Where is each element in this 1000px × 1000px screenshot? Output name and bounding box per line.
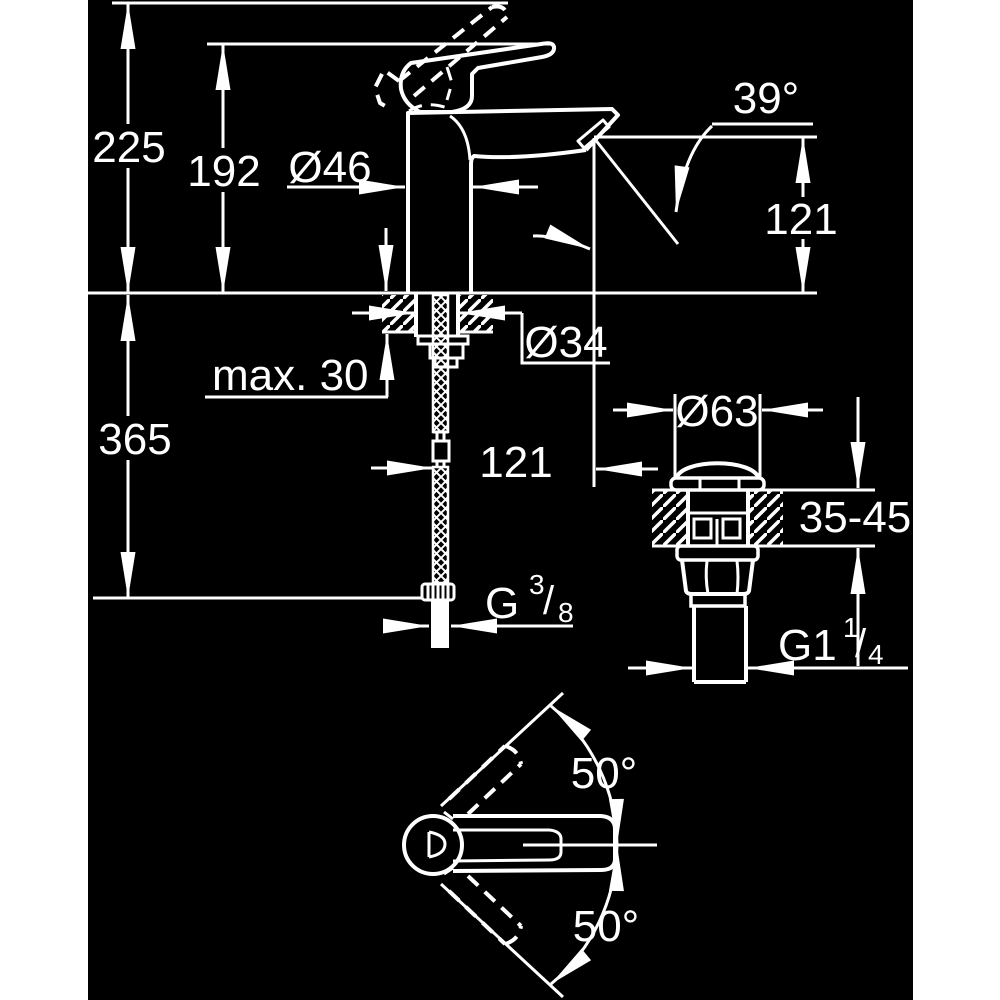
supply-thread-sup: 3 (529, 569, 545, 600)
drain-body-port-left (692, 517, 713, 540)
drain-cap-rim (669, 476, 766, 492)
lever-raised-top-edge (397, 5, 494, 83)
drain-thread-sub: 4 (868, 639, 884, 670)
drain-flange (675, 544, 760, 562)
lever-swung-up-edge1 (447, 744, 507, 801)
drain-body-port-right (721, 517, 742, 540)
hose-collar-ribs (426, 585, 450, 599)
handle-junction-ticks (443, 810, 454, 876)
dim-label-max-deck: max. 30 (212, 351, 369, 400)
stream-direction-line (592, 137, 680, 245)
hose-break-symbol (431, 439, 451, 463)
supply-connector-pipe (431, 600, 449, 648)
dim-label-overall-height: 225 (92, 123, 165, 172)
dim-label-shank-diameter: Ø34 (524, 318, 607, 367)
dim-label-supply-thread: G 3 / 8 (485, 569, 574, 628)
drain-tailpipe (692, 606, 748, 684)
supply-thread-slash: / (543, 579, 555, 623)
label-bg (90, 124, 168, 168)
d34-leader-line (520, 313, 610, 365)
drain-body-inner-lines (688, 511, 748, 546)
spout-body-blend-curve (449, 114, 472, 161)
d63-extension-lines (673, 394, 762, 479)
dim-label-stream-angle: 39° (733, 74, 800, 123)
lever-swung-up-edge2 (466, 762, 523, 816)
lever-raised-tip (491, 4, 509, 18)
lever-swung-down-edge2 (466, 874, 523, 928)
dim-label-drain-deck-range: 35-45 (799, 493, 912, 542)
faucet-side-view (85, 1, 817, 648)
handle-pivot-mark (427, 830, 447, 859)
lever-swung-up-tip (504, 744, 523, 765)
dim-label-swing-up: 50° (571, 749, 638, 798)
lever-raised-knuckle (373, 68, 401, 112)
dimension-labels: 225 192 Ø46 39° 121 max. 30 Ø34 365 121 … (90, 74, 911, 951)
drain-counter-hatch-left (652, 491, 688, 546)
dim-label-handle-height: 192 (187, 147, 260, 196)
drain-cap-rim-ticks (698, 478, 741, 490)
angle-arc-arrow-small (532, 224, 591, 251)
dim-label-hose-length: 365 (98, 415, 171, 464)
label-bg (92, 416, 178, 460)
swing-angle-arc-lower (550, 844, 624, 986)
supply-thread-base: G (485, 579, 519, 628)
dim-label-swing-down: 50° (573, 902, 640, 951)
drain-thread-base: G1 (778, 621, 837, 670)
drain-reducer (689, 592, 747, 608)
label-bg (768, 197, 835, 239)
mounting-shank (414, 293, 460, 337)
drain-locknut-facets (704, 560, 740, 595)
handle-pivot-circle (402, 814, 464, 876)
dim-label-drain-thread: G1 1 / 4 (778, 612, 884, 670)
aerator-outlet (576, 118, 611, 150)
handle-top-view (402, 691, 657, 999)
hose-break-stem (433, 430, 448, 467)
shank-nut-step (433, 356, 459, 369)
drain-body-walls (686, 490, 750, 546)
dim-label-body-diameter: Ø46 (288, 143, 371, 192)
dim-label-drain-cap-diameter: Ø63 (675, 387, 758, 436)
spout-underside (469, 148, 587, 293)
dim-label-spout-height: 121 (764, 195, 837, 244)
lever-raised-bottom-edge (412, 15, 509, 98)
lever-swung-down-edge1 (447, 889, 507, 946)
supply-thread-sub: 8 (558, 597, 574, 628)
lever-hidden-edge (445, 66, 454, 101)
flex-hose-lower (431, 465, 450, 585)
drain-cap-dome (674, 461, 761, 480)
angle-arc-arrow (674, 124, 714, 213)
lever-swung-down-tip (504, 925, 523, 946)
label-bg (186, 148, 262, 192)
swing-angle-arc-upper (550, 704, 624, 846)
lever-handle-solid (398, 41, 557, 114)
dim-label-spout-reach: 121 (479, 438, 552, 487)
drain-thread-sup: 1 (843, 612, 859, 643)
drain-valve-view (652, 461, 875, 684)
cartridge-cap-hidden-edge (408, 103, 453, 113)
drain-thread-slash: / (855, 622, 867, 666)
drain-counter-hatch-right (748, 491, 783, 546)
